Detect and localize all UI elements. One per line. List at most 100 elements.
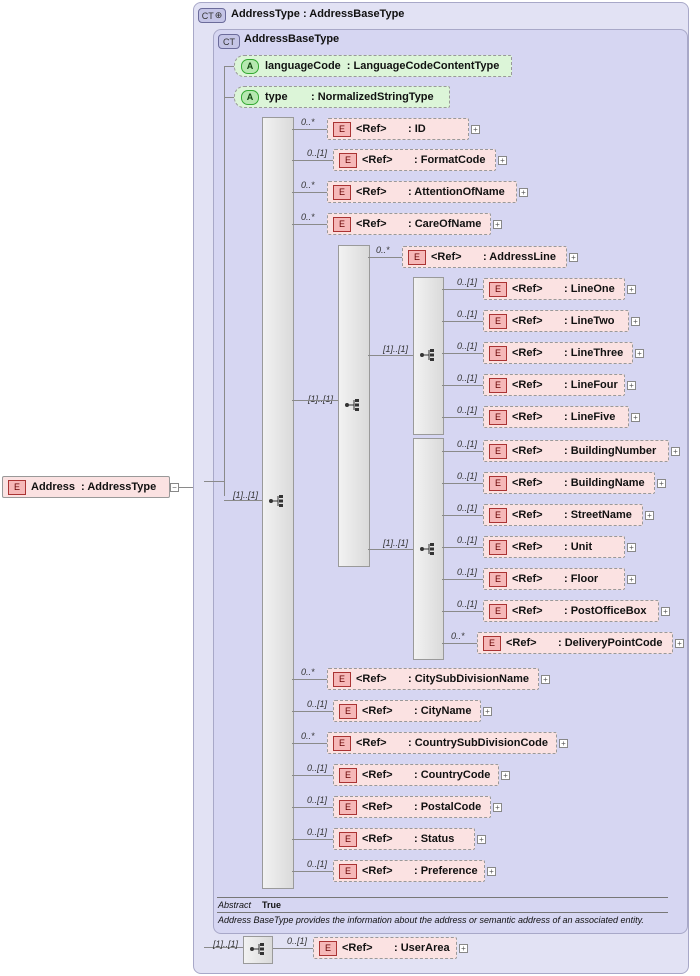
expand-icon[interactable]: + [627, 575, 636, 584]
element-postalcode[interactable]: E<Ref>: PostalCode [333, 796, 491, 818]
element-badge: E [489, 475, 507, 491]
element-floor[interactable]: E<Ref>: Floor [483, 568, 625, 590]
abstract-value: True [262, 900, 282, 910]
element-cityname[interactable]: E<Ref>: CityName [333, 700, 481, 722]
element-lineone[interactable]: E<Ref>: LineOne [483, 278, 625, 300]
element-preference[interactable]: E<Ref>: Preference [333, 860, 485, 882]
expand-icon[interactable]: + [498, 156, 507, 165]
cardinality-label: 0..* [451, 631, 465, 641]
expand-icon[interactable]: + [671, 447, 680, 456]
element-streetname[interactable]: E<Ref>: StreetName [483, 504, 643, 526]
element-name: : PostOfficeBox [564, 605, 647, 617]
element-name: : LineFour [564, 379, 618, 391]
expand-icon[interactable]: + [477, 835, 486, 844]
attribute-type[interactable]: A type : NormalizedStringType [234, 86, 450, 108]
element-linefour[interactable]: E<Ref>: LineFour [483, 374, 625, 396]
element-countrycode[interactable]: E<Ref>: CountryCode [333, 764, 499, 786]
element-citysubdivisionname[interactable]: E<Ref>: CitySubDivisionName [327, 668, 539, 690]
element-buildingnumber[interactable]: E<Ref>: BuildingNumber [483, 440, 669, 462]
ref-label: <Ref> [512, 411, 543, 423]
element-name: : LineFive [564, 411, 616, 423]
ref-label: <Ref> [342, 942, 373, 954]
expand-icon[interactable]: + [493, 803, 502, 812]
element-name: : CountryCode [414, 769, 491, 781]
abstract-label: Abstract [218, 900, 252, 910]
connector-line [442, 417, 483, 418]
cardinality-label: 0..[1] [457, 341, 478, 351]
element-linethree[interactable]: E<Ref>: LineThree [483, 342, 633, 364]
connector-line [292, 129, 327, 130]
element-status[interactable]: E<Ref>: Status [333, 828, 475, 850]
expand-icon[interactable]: + [627, 285, 636, 294]
cardinality-label: 0..[1] [307, 859, 328, 869]
ref-label: <Ref> [431, 251, 462, 263]
element-badge: E [339, 767, 357, 783]
expand-icon[interactable]: + [657, 479, 666, 488]
connector-line [292, 160, 333, 161]
expand-icon[interactable]: + [483, 707, 492, 716]
collapse-icon[interactable]: − [170, 483, 179, 492]
element-formatcode[interactable]: E<Ref>: FormatCode [333, 149, 496, 171]
sequence-icon [420, 543, 434, 555]
expand-icon[interactable]: + [635, 349, 644, 358]
cardinality-label: 0..* [301, 667, 315, 677]
element-badge: E [489, 603, 507, 619]
element-careofname[interactable]: E<Ref>: CareOfName [327, 213, 491, 235]
connector-line [292, 775, 333, 776]
element-badge: E [333, 216, 351, 232]
element-badge: E [333, 735, 351, 751]
cardinality-label: 0..[1] [457, 373, 478, 383]
expand-icon[interactable]: + [627, 381, 636, 390]
expand-icon[interactable]: + [645, 511, 654, 520]
connector-line [442, 353, 483, 354]
expand-icon[interactable]: + [471, 125, 480, 134]
expand-icon[interactable]: + [559, 739, 568, 748]
element-name: : ID [408, 123, 426, 135]
ref-label: <Ref> [362, 154, 393, 166]
element-userarea[interactable]: E<Ref>: UserArea [313, 937, 457, 959]
main-seq-card: [1]..[1] [233, 490, 259, 500]
element-name: : Unit [564, 541, 593, 553]
element-linefive[interactable]: E<Ref>: LineFive [483, 406, 629, 428]
element-badge: E [339, 799, 357, 815]
sequence-icon [269, 495, 283, 507]
element-postofficebox[interactable]: E<Ref>: PostOfficeBox [483, 600, 659, 622]
element-badge: E [489, 507, 507, 523]
sequence-icon [250, 943, 264, 955]
expand-icon[interactable]: + [627, 543, 636, 552]
element-badge: E [489, 313, 507, 329]
expand-icon[interactable]: + [541, 675, 550, 684]
element-deliverypointcode[interactable]: E<Ref>: DeliveryPointCode [477, 632, 673, 654]
element-id[interactable]: E<Ref>: ID [327, 118, 469, 140]
expand-icon[interactable]: + [661, 607, 670, 616]
lines-group-card: [1]..[1] [308, 394, 334, 404]
cardinality-label: 0..[1] [457, 309, 478, 319]
address-element[interactable]: E Address : AddressType [2, 476, 170, 498]
expand-icon[interactable]: + [675, 639, 684, 648]
connector-line [442, 451, 483, 452]
connector-line [442, 289, 483, 290]
element-badge: E [489, 281, 507, 297]
element-name: : LineTwo [564, 315, 615, 327]
element-countrysubdivisioncode[interactable]: E<Ref>: CountrySubDivisionCode [327, 732, 557, 754]
element-addressline[interactable]: E<Ref>: AddressLine [402, 246, 567, 268]
cardinality-label: 0..[1] [307, 763, 328, 773]
expand-icon[interactable]: + [569, 253, 578, 262]
element-unit[interactable]: E<Ref>: Unit [483, 536, 625, 558]
expand-icon[interactable]: + [501, 771, 510, 780]
element-linetwo[interactable]: E<Ref>: LineTwo [483, 310, 629, 332]
expand-icon[interactable]: + [631, 413, 640, 422]
expand-icon[interactable]: + [459, 944, 468, 953]
expand-icon[interactable]: + [519, 188, 528, 197]
attribute-languagecode[interactable]: A languageCode : LanguageCodeContentType [234, 55, 512, 77]
element-buildingname[interactable]: E<Ref>: BuildingName [483, 472, 655, 494]
element-attentionofname[interactable]: E<Ref>: AttentionOfName [327, 181, 517, 203]
expand-icon[interactable]: + [487, 867, 496, 876]
element-badge: E [339, 152, 357, 168]
cardinality-label: 0..[1] [457, 503, 478, 513]
expand-icon[interactable]: + [493, 220, 502, 229]
expand-icon[interactable]: + [631, 317, 640, 326]
ref-label: <Ref> [362, 801, 393, 813]
cardinality-label: 0..[1] [457, 567, 478, 577]
line-seq-card: [1]..[1] [383, 344, 409, 354]
